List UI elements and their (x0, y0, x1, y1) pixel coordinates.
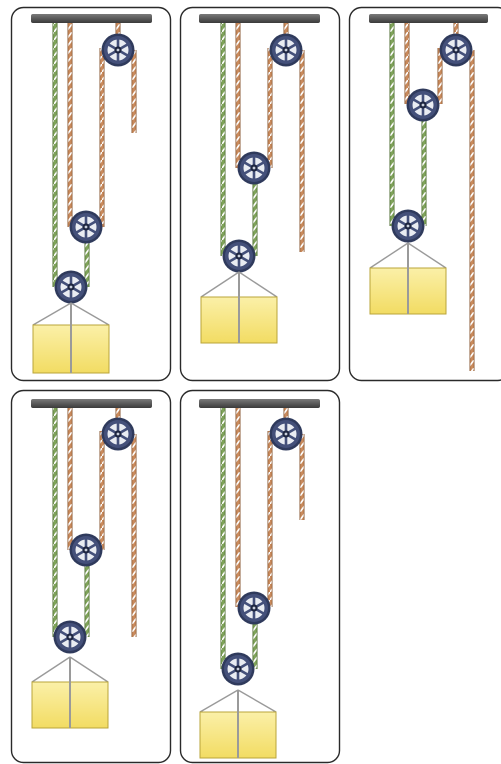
panel-5-fixed-pulley (269, 417, 303, 451)
panel-3-pulley-middle (406, 88, 440, 122)
panel-2-load-block (200, 271, 278, 344)
panel-3-pulley-bottom (391, 209, 425, 243)
panel-5-ceiling (199, 399, 320, 408)
panel-1-pulley-bottom (54, 270, 88, 304)
panel-1-frame (10, 6, 172, 382)
panel-3-ceiling (369, 14, 488, 23)
panel-1-ceiling (31, 14, 152, 23)
panel-1-load-block (32, 302, 110, 374)
panel-2-pulley-middle (237, 151, 271, 185)
panel-4-load-block (31, 656, 109, 729)
panel-4-pulley-middle (69, 533, 103, 567)
panel-4-ceiling (31, 399, 152, 408)
panel-1-pulley-middle (69, 210, 103, 244)
panel-3-fixed-pulley (439, 33, 473, 67)
panel-4-fixed-pulley (101, 417, 135, 451)
panel-2-ceiling (199, 14, 320, 23)
panel-5-load-block (199, 689, 277, 759)
panel-5-pulley-middle (237, 591, 271, 625)
panel-3-load-block (369, 242, 447, 315)
panel-4-pulley-bottom (53, 620, 87, 654)
panel-2-pulley-bottom (222, 239, 256, 273)
panel-1-fixed-pulley (101, 33, 135, 67)
panel-5-frame (179, 389, 341, 764)
panel-2-fixed-pulley (269, 33, 303, 67)
panel-5-pulley-bottom (221, 652, 255, 686)
